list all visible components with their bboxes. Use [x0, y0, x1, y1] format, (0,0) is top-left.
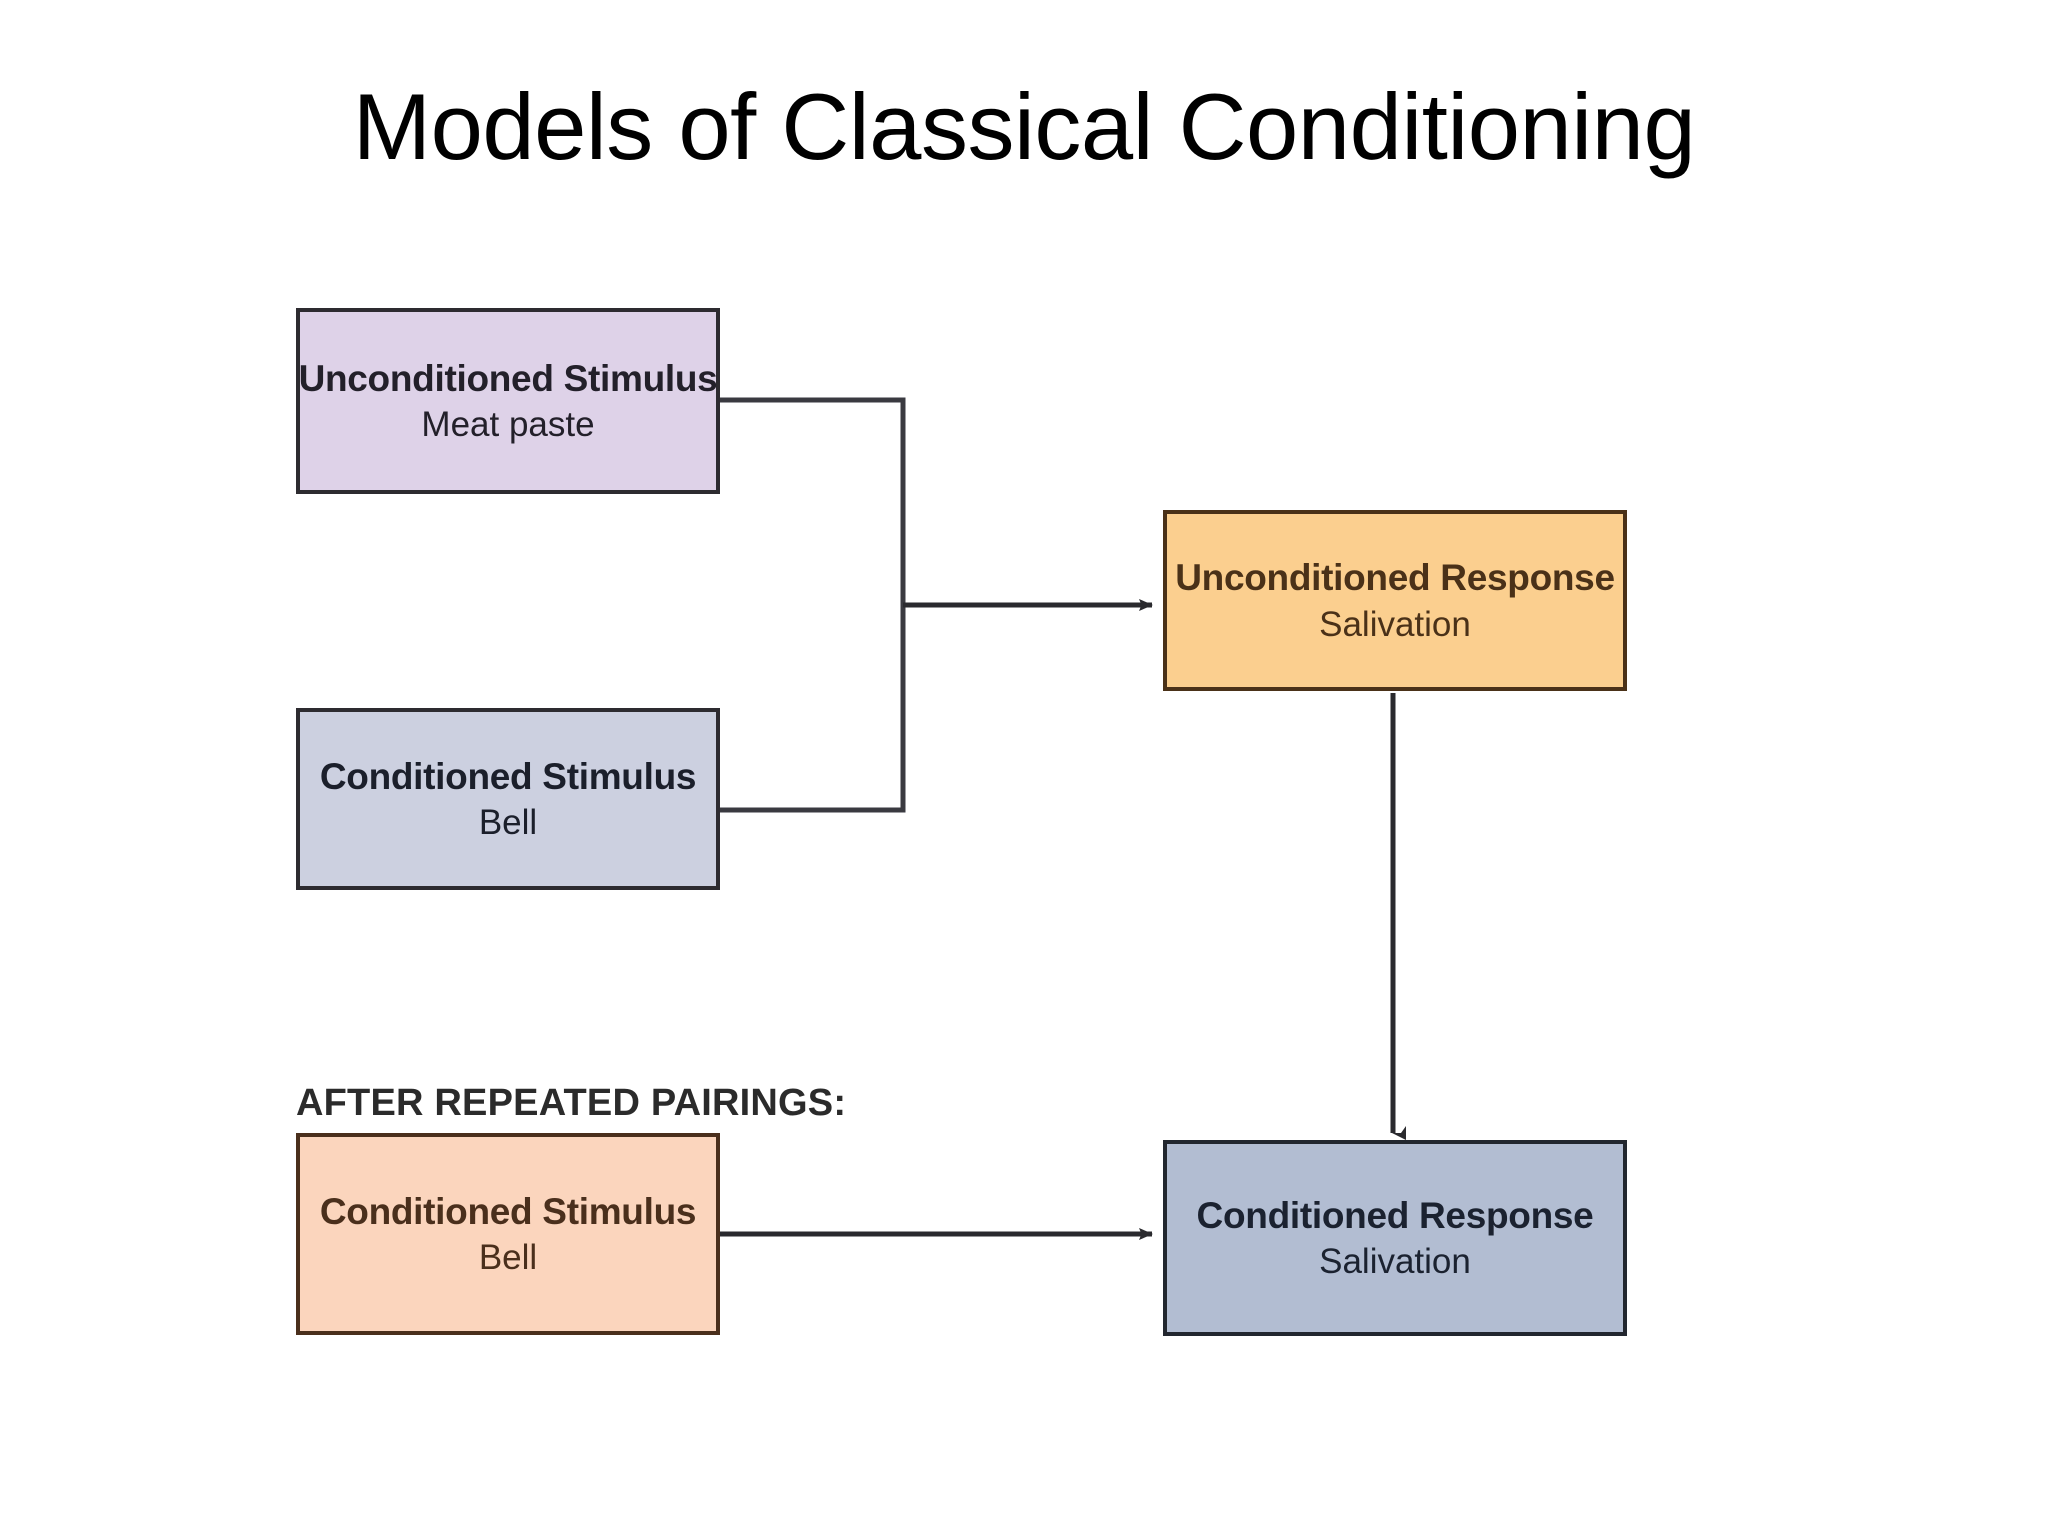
node-title: Unconditioned Stimulus	[298, 357, 718, 399]
node-title: Conditioned Stimulus	[319, 1190, 697, 1232]
node-title: Conditioned Response	[1196, 1194, 1594, 1236]
node-subtitle: Salivation	[1319, 604, 1471, 644]
node-subtitle: Bell	[478, 803, 538, 843]
node-conditioned-stimulus-before[interactable]: Conditioned Stimulus Bell	[296, 708, 720, 890]
node-title: Conditioned Stimulus	[319, 755, 697, 797]
page-title: Models of Classical Conditioning	[352, 74, 1696, 179]
node-unconditioned-stimulus[interactable]: Unconditioned Stimulus Meat paste	[296, 308, 720, 494]
node-unconditioned-response[interactable]: Unconditioned Response Salivation	[1163, 510, 1627, 691]
node-subtitle: Meat paste	[421, 405, 595, 445]
node-subtitle: Bell	[478, 1238, 538, 1278]
after-repeated-pairings-label: AFTER REPEATED PAIRINGS:	[296, 1082, 847, 1124]
node-conditioned-response[interactable]: Conditioned Response Salivation	[1163, 1140, 1627, 1336]
node-conditioned-stimulus-after[interactable]: Conditioned Stimulus Bell	[296, 1133, 720, 1335]
connector-bracket-stimuli-to-ur	[720, 397, 1153, 813]
node-subtitle: Salivation	[1319, 1242, 1471, 1282]
node-title: Unconditioned Response	[1175, 557, 1615, 599]
